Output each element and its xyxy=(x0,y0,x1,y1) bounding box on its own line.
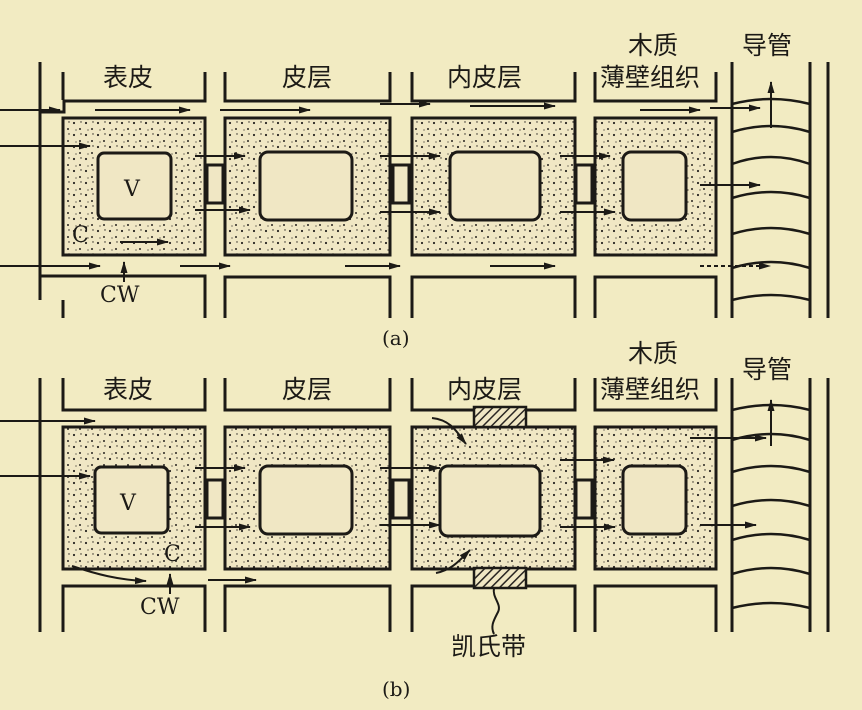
apoplast-arrow xyxy=(71,565,147,585)
vessel-walls xyxy=(730,62,830,318)
plasmodesma xyxy=(205,478,225,520)
vessel-perforation-rims xyxy=(731,97,811,302)
label-cell-wall: CW xyxy=(140,595,180,620)
caption-b: (b) xyxy=(382,677,410,701)
label-cytoplasm: C xyxy=(72,223,89,248)
vacuole xyxy=(448,150,542,222)
water-flow-arrows xyxy=(0,81,775,282)
upper-cell-walls xyxy=(38,62,718,300)
vacuole xyxy=(258,464,354,536)
label-xylem-parenchyma-line1: 木质 xyxy=(628,31,678,60)
label-epidermis: 表皮 xyxy=(103,63,153,92)
vessel-walls xyxy=(730,378,830,632)
lower-cell-walls xyxy=(40,274,718,318)
label-vessel: 导管 xyxy=(742,355,792,384)
label-cell-wall: CW xyxy=(100,283,140,308)
label-vacuole: V xyxy=(123,177,141,202)
plasmodesma xyxy=(574,163,594,205)
label-xylem-parenchyma-line2: 薄壁组织 xyxy=(600,63,700,92)
label-epidermis: 表皮 xyxy=(103,375,153,404)
vacuole xyxy=(438,464,542,538)
plasmodesma xyxy=(205,163,225,205)
vacuole xyxy=(258,150,354,222)
label-endodermis: 内皮层 xyxy=(447,63,522,92)
plasmodesma xyxy=(391,478,411,520)
casparian-strip-top xyxy=(472,405,528,429)
vacuole xyxy=(96,151,173,221)
casparian-strip-bottom xyxy=(472,566,528,590)
plasmodesma xyxy=(574,478,594,520)
label-vessel: 导管 xyxy=(742,31,792,60)
casparian-strip-pointer xyxy=(491,587,500,635)
vacuole xyxy=(621,150,688,222)
label-xylem-parenchyma-line1: 木质 xyxy=(628,339,678,368)
label-casparian-strip: 凯氏带 xyxy=(451,632,526,661)
casparian-blocked-arrow xyxy=(431,417,467,445)
plasmodesma xyxy=(391,163,411,205)
label-vacuole: V xyxy=(119,491,137,516)
vacuole xyxy=(621,464,688,536)
label-endodermis: 内皮层 xyxy=(447,375,522,404)
vacuole xyxy=(93,465,170,535)
water-flow-arrows xyxy=(0,399,775,594)
label-cortex: 皮层 xyxy=(282,63,332,92)
casparian-blocked-arrow xyxy=(435,549,471,574)
panel-a: 表皮 皮层 内皮层 木质 薄壁组织 导管 V C CW (a) xyxy=(0,31,830,350)
label-xylem-parenchyma-line2: 薄壁组织 xyxy=(600,375,700,404)
label-cortex: 皮层 xyxy=(282,375,332,404)
label-cytoplasm: C xyxy=(164,542,181,567)
caption-a: (a) xyxy=(382,326,410,350)
panel-b: 表皮 皮层 内皮层 木质 薄壁组织 导管 V C CW 凯氏带 (b) xyxy=(0,339,830,701)
